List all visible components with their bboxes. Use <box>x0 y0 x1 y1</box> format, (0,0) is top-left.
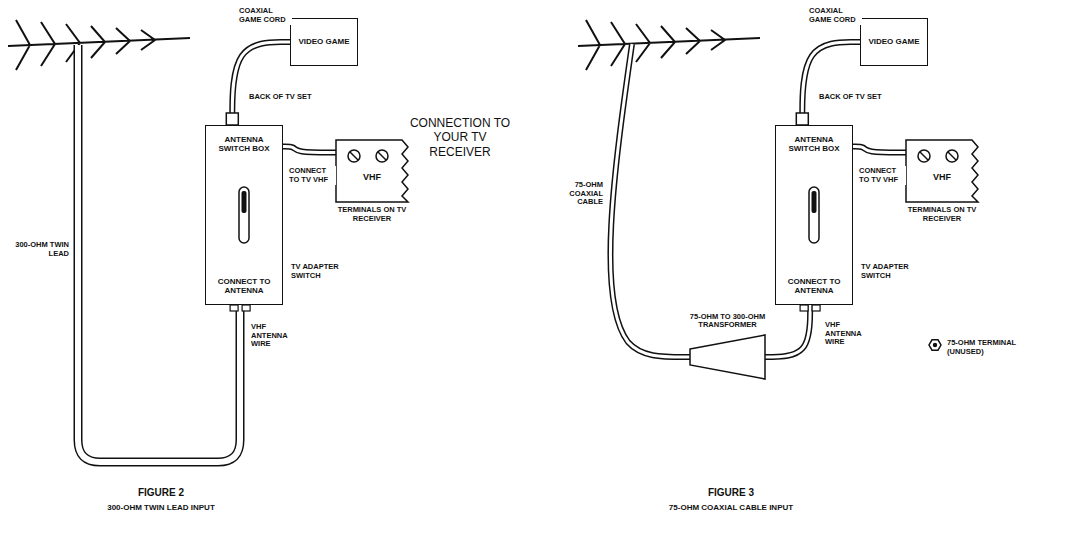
cable-connector <box>802 42 860 125</box>
cable-connector <box>765 305 810 357</box>
box-label: VIDEO GAME <box>868 37 919 46</box>
part-label: BACK OF TV SET <box>248 92 330 103</box>
cable-outline <box>283 147 336 153</box>
video-game-box: VIDEO GAME <box>860 18 928 66</box>
panel-caption: TERMINALS ON TV RECEIVER <box>900 206 984 223</box>
cable-core <box>283 147 336 153</box>
box-heading: ANTENNA SWITCH BOX <box>780 135 848 153</box>
cable-core <box>232 42 290 125</box>
part-label: TV ADAPTER SWITCH <box>860 262 912 281</box>
antenna <box>578 20 760 70</box>
figure-caption: FIGURE 3 <box>650 486 812 500</box>
part-label: 300-OHM TWIN LEAD <box>12 240 70 259</box>
vhf-terminal-panel: VHFTERMINALS ON TV RECEIVER <box>906 140 978 202</box>
panel-caption: TERMINALS ON TV RECEIVER <box>330 206 414 223</box>
box-label: VIDEO GAME <box>298 37 349 46</box>
figure-caption: 300-OHM TWIN LEAD INPUT <box>60 502 262 513</box>
cable-outline <box>802 42 860 125</box>
part-label: 75-OHM COAXIAL CABLE <box>546 180 604 208</box>
video-game-box: VIDEO GAME <box>290 18 358 66</box>
panel-label: VHF <box>340 172 404 182</box>
figure-caption: FIGURE 2 <box>80 486 242 500</box>
terminal-label: CONNECT TO ANTENNA <box>210 277 278 295</box>
cable-core <box>802 42 860 125</box>
transformer: 75-OHM TO 300-OHM TRANSFORMER <box>690 335 765 379</box>
part-label: 75-OHM TERMINAL (UNUSED) <box>946 338 1034 357</box>
vhf-terminal-panel: VHFTERMINALS ON TV RECEIVER <box>336 140 408 202</box>
antenna-switch-box: ANTENNA SWITCH BOX CONNECT TO ANTENNA <box>775 125 853 305</box>
terminal-symbol <box>929 340 941 350</box>
panel-label: VHF <box>910 172 974 182</box>
cable-connector <box>232 42 290 125</box>
box-heading: ANTENNA SWITCH BOX <box>210 135 278 153</box>
part-label: VHF ANTENNA WIRE <box>250 322 302 350</box>
cable-outline <box>765 305 810 357</box>
cable-label: COAXIAL GAME CORD <box>808 6 862 25</box>
antenna <box>8 20 190 70</box>
cable-connector <box>853 147 906 153</box>
diagram-title: CONNECTION TO YOUR TV RECEIVER <box>405 116 515 159</box>
transformer-label: 75-OHM TO 300-OHM TRANSFORMER <box>680 313 776 330</box>
figure-caption: 75-OHM COAXIAL CABLE INPUT <box>630 502 832 513</box>
cable-core <box>765 305 810 357</box>
cable-core <box>853 147 906 153</box>
cable-outline <box>232 42 290 125</box>
cable-label: COAXIAL GAME CORD <box>238 6 292 25</box>
coaxial-cable <box>610 44 690 357</box>
part-label: BACK OF TV SET <box>818 92 900 103</box>
xfmr-shape <box>690 335 765 379</box>
cable-label: CONNECT TO TV VHF <box>858 166 906 185</box>
cable-label: CONNECT TO TV VHF <box>288 166 336 185</box>
cable-outline <box>853 147 906 153</box>
antenna-switch-box: ANTENNA SWITCH BOX CONNECT TO ANTENNA <box>205 125 283 305</box>
terminal-label: CONNECT TO ANTENNA <box>780 277 848 295</box>
cable-connector <box>283 147 336 153</box>
part-label: TV ADAPTER SWITCH <box>290 262 342 281</box>
cable-label: VHF ANTENNA WIRE <box>824 320 876 348</box>
panel-shape <box>336 140 408 202</box>
panel-shape <box>906 140 978 202</box>
